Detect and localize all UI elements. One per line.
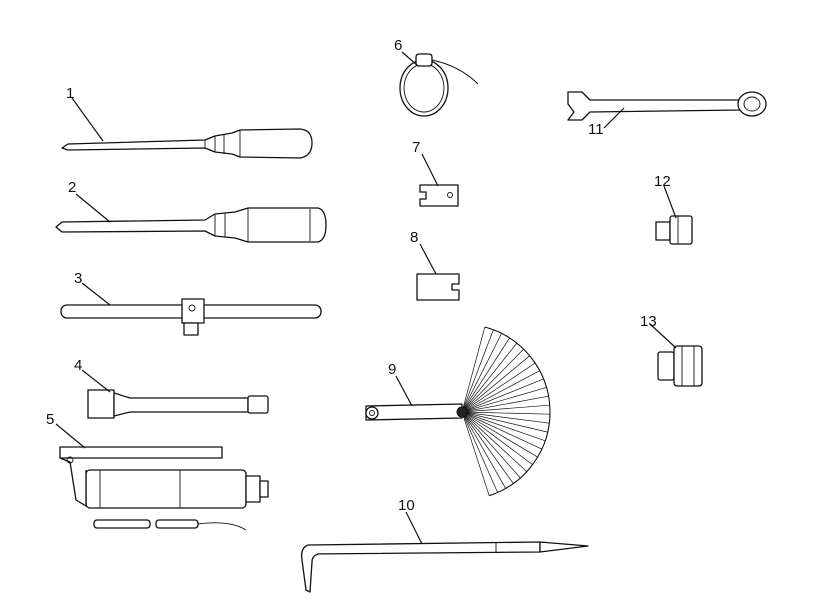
tool-9-feeler-gauge [365,326,551,497]
leader-line-6 [401,51,419,67]
tool-8-block [416,273,460,301]
feeler-blades [461,326,551,497]
feeler-blade [461,342,518,413]
tool-1-screwdriver [61,128,313,159]
leader-line-12 [663,185,677,219]
feeler-blade [461,411,521,479]
callout-2: 2 [68,179,76,196]
tool-12-socket [655,215,693,245]
callout-4: 4 [74,357,82,374]
feeler-blade [461,387,547,413]
feeler-blade [461,326,486,413]
leader-line-11 [603,107,625,129]
tool-5-grease-gun [59,446,269,531]
leader-line-5 [55,423,86,449]
feeler-blade [461,411,514,484]
feeler-blade [461,348,524,413]
callout-1: 1 [66,85,74,102]
feeler-blade [461,411,542,450]
callout-11: 11 [588,121,604,138]
tool-4-extension [87,389,269,419]
leader-line-2 [75,193,111,223]
tool-11-combination-wrench [567,91,767,121]
tool-13-deep-socket [657,345,703,387]
feeler-blade [461,411,507,489]
callout-6: 6 [394,37,402,54]
leader-line-7 [421,153,439,187]
feeler-blade [461,411,528,472]
tool-7-adapter [419,184,459,207]
leader-line-10 [405,511,423,545]
tool-3-t-handle [60,298,322,336]
feeler-blade [461,370,540,413]
feeler-blade [461,411,551,415]
feeler-blade [461,411,548,433]
tool-6-strap-wrench [399,53,479,117]
feeler-blade-edge [484,326,551,497]
callout-5: 5 [46,411,54,428]
leader-line-3 [81,282,111,306]
feeler-blade [461,411,546,442]
feeler-blade [461,362,536,413]
callout-12: 12 [654,173,671,190]
feeler-blade [461,337,510,413]
leader-line-4 [81,369,111,393]
feeler-blade [461,333,502,413]
feeler-blade [461,329,494,413]
feeler-blade [461,411,550,424]
callout-8: 8 [410,229,418,246]
tool-10-pry-bar [300,541,589,593]
callout-10: 10 [398,497,415,514]
feeler-blade [461,411,490,496]
callout-9: 9 [388,361,396,378]
feeler-blade [461,378,544,413]
feeler-blade [461,395,549,413]
callout-13: 13 [640,313,657,330]
feeler-blade [461,411,533,465]
callout-7: 7 [412,139,420,156]
feeler-blade [461,404,550,413]
leader-line-9 [395,375,413,407]
feeler-blade [461,355,530,413]
feeler-blade [461,411,538,458]
callout-3: 3 [74,270,82,287]
leader-line-13 [649,323,677,349]
leader-line-1 [71,97,104,142]
tool-2-screwdriver [55,207,327,243]
feeler-blade [461,411,498,493]
leader-line-8 [419,243,437,275]
